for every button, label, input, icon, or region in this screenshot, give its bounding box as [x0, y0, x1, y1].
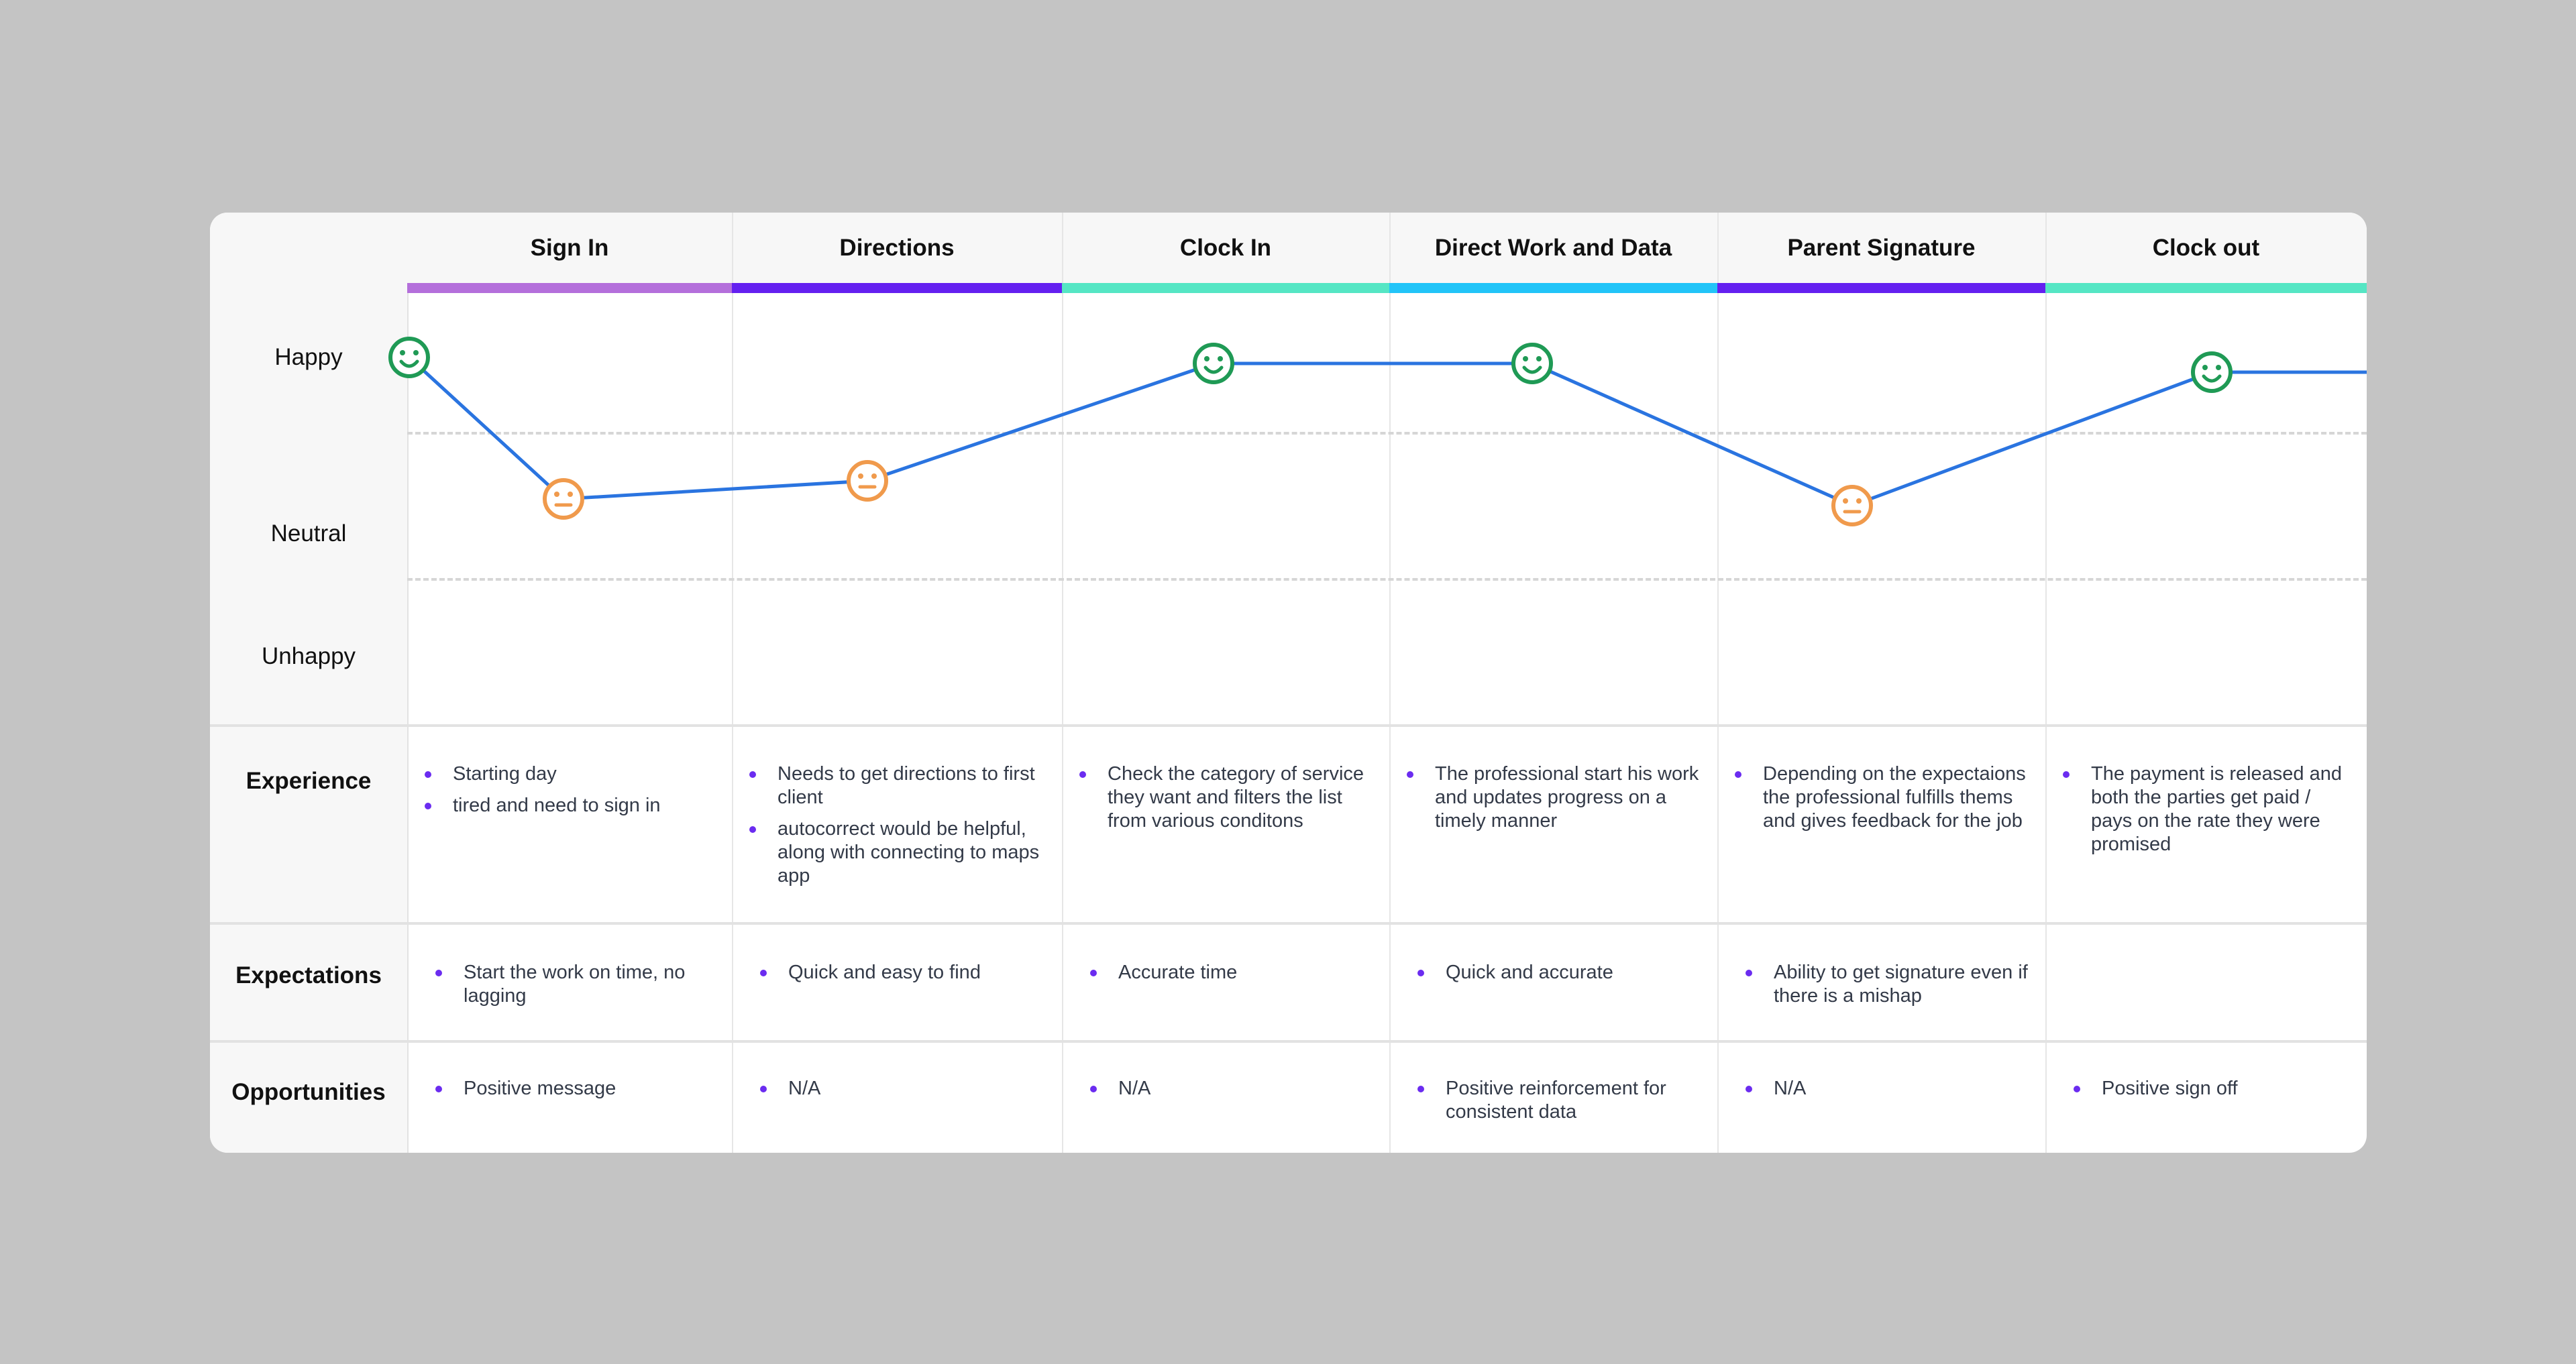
bullet-item: N/A — [1090, 1077, 1377, 1100]
happy-face-icon — [1511, 343, 1553, 384]
column-divider — [2045, 213, 2047, 1153]
stage-title-clock-out: Clock out — [2152, 234, 2260, 261]
stage-color-bar-clock-out — [2045, 283, 2367, 293]
bullet-item: Positive reinforcement for consistent da… — [1417, 1077, 1705, 1124]
row-label-opportunities: Opportunities — [231, 1079, 386, 1105]
happy-face-icon — [2191, 351, 2233, 393]
stage-color-bar-parent-signature — [1717, 283, 2045, 293]
neutral-face-icon — [543, 478, 584, 520]
happy-neutral-divider — [407, 432, 2367, 435]
stage-title-sign-in: Sign In — [530, 234, 609, 261]
experience-cell-direct-work-and-data: The professional start his work and upda… — [1407, 762, 1705, 841]
stage-color-bar-directions — [732, 283, 1062, 293]
stage-title-parent-signature: Parent Signature — [1787, 234, 1976, 261]
experience-cell-sign-in: Starting day tired and need to sign in — [425, 762, 720, 826]
neutral-face-icon — [1831, 485, 1873, 526]
journey-map-card: Sign In Directions Clock In Direct Work and… — [210, 213, 2367, 1153]
bullet-item: Positive sign off — [2074, 1077, 2355, 1100]
stage-color-bar-sign-in — [407, 283, 732, 293]
expectations-cell-sign-in: Start the work on time, no lagging — [435, 961, 720, 1016]
bullet-item: Start the work on time, no lagging — [435, 961, 720, 1008]
column-divider — [1062, 213, 1063, 1153]
row-label-expectations: Expectations — [235, 962, 382, 988]
bullet-item: N/A — [760, 1077, 1050, 1100]
column-divider — [732, 213, 733, 1153]
divider-expectations — [210, 922, 2367, 925]
experience-cell-clock-out: The payment is released and both the par… — [2063, 762, 2355, 864]
stage-title-directions: Directions — [839, 234, 955, 261]
happy-face-icon — [1193, 343, 1234, 384]
opportunities-cell-clock-in: N/A — [1090, 1077, 1377, 1109]
bullet-item: N/A — [1746, 1077, 2033, 1100]
row-label-column — [210, 213, 409, 1153]
expectations-cell-directions: Quick and easy to find — [760, 961, 1050, 992]
column-divider — [1389, 213, 1391, 1153]
opportunities-cell-parent-signature: N/A — [1746, 1077, 2033, 1109]
divider-experience — [210, 724, 2367, 727]
row-label-neutral: Neutral — [270, 520, 347, 547]
bullet-item: The professional start his work and upda… — [1407, 762, 1705, 833]
bullet-item: Quick and accurate — [1417, 961, 1705, 984]
expectations-cell-parent-signature: Ability to get signature even if there i… — [1746, 961, 2033, 1016]
bullet-item: Needs to get directions to first client — [749, 762, 1050, 809]
bullet-item: Starting day — [425, 762, 720, 786]
bullet-item: tired and need to sign in — [425, 794, 720, 817]
row-label-happy: Happy — [274, 344, 343, 370]
row-label-unhappy: Unhappy — [261, 643, 356, 669]
bullet-item: Accurate time — [1090, 961, 1377, 984]
row-label-experience: Experience — [246, 768, 372, 794]
bullet-item: Quick and easy to find — [760, 961, 1050, 984]
opportunities-cell-direct-work-and-data: Positive reinforcement for consistent da… — [1417, 1077, 1705, 1132]
happy-face-icon — [388, 337, 430, 378]
opportunities-cell-sign-in: Positive message — [435, 1077, 720, 1109]
column-divider — [1717, 213, 1719, 1153]
emotion-curve — [388, 337, 2367, 526]
expectations-cell-direct-work-and-data: Quick and accurate — [1417, 961, 1705, 992]
stage-color-bar-clock-in — [1062, 283, 1389, 293]
bullet-item: The payment is released and both the par… — [2063, 762, 2355, 856]
neutral-face-icon — [847, 460, 888, 502]
neutral-unhappy-divider — [407, 578, 2367, 581]
stage-title-clock-in: Clock In — [1179, 234, 1272, 261]
stage-color-bar-direct-work-and-data — [1389, 283, 1717, 293]
opportunities-cell-clock-out: Positive sign off — [2074, 1077, 2355, 1109]
emotion-line — [408, 356, 2367, 508]
experience-cell-clock-in: Check the category of service they want … — [1079, 762, 1377, 841]
bullet-item: Ability to get signature even if there i… — [1746, 961, 2033, 1008]
bullet-item: Positive message — [435, 1077, 720, 1100]
expectations-cell-clock-in: Accurate time — [1090, 961, 1377, 992]
stage-header-band — [407, 213, 2367, 283]
experience-cell-parent-signature: Depending on the expectaions the profess… — [1735, 762, 2033, 841]
bullet-item: autocorrect would be helpful, along with… — [749, 817, 1050, 888]
bullet-item: Depending on the expectaions the profess… — [1735, 762, 2033, 833]
stage-title-direct-work-and-data: Direct Work and Data — [1434, 234, 1672, 261]
bullet-item: Check the category of service they want … — [1079, 762, 1377, 833]
opportunities-cell-directions: N/A — [760, 1077, 1050, 1109]
experience-cell-directions: Needs to get directions to first client a… — [749, 762, 1050, 896]
divider-opportunities — [210, 1040, 2367, 1043]
